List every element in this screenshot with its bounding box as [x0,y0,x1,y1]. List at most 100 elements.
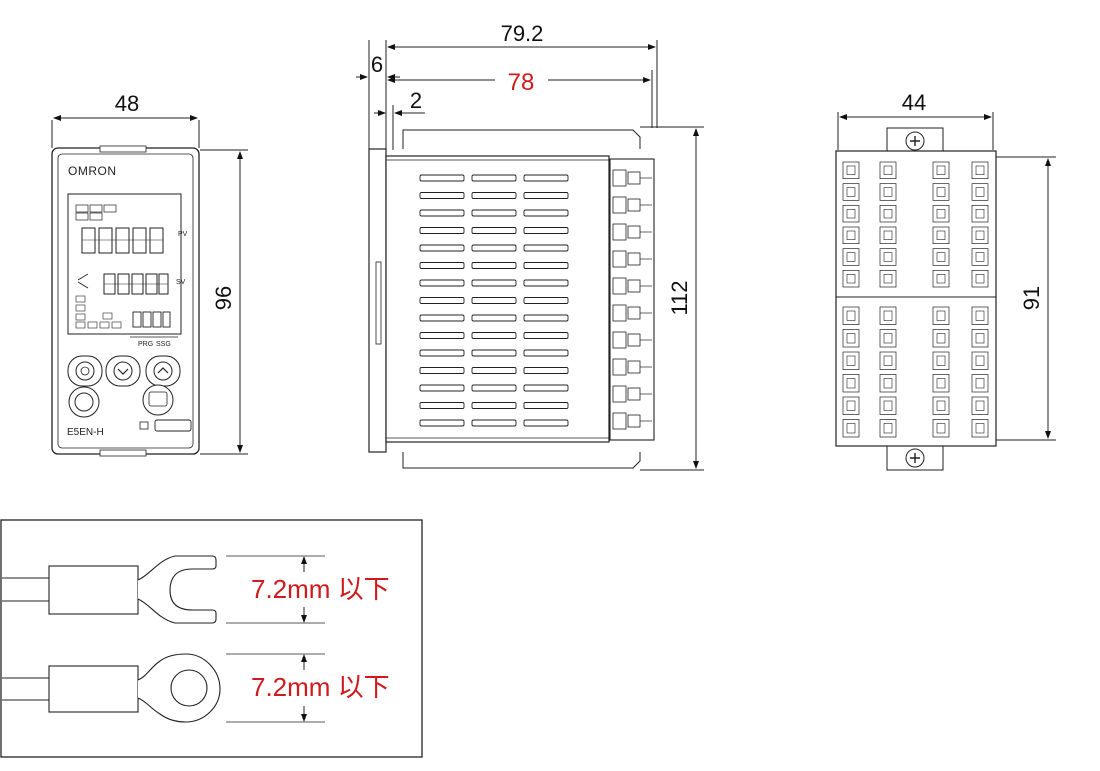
pf-key[interactable] [154,419,192,432]
terminal-slot [842,329,860,348]
terminal-slot [842,204,860,223]
vent-slot [523,227,569,234]
terminal-contact [846,423,856,434]
terminal-contact [846,310,856,321]
model-label: E5EN-H [67,427,104,438]
terminal-slot [932,396,950,415]
terminal-contact [936,230,946,240]
terminal-contact [846,187,856,197]
body-depth-dim: 78 [508,69,535,96]
terminal-slot [971,161,989,180]
terminal-slot [842,419,860,438]
terminal-contact [975,165,985,175]
terminal-slot [879,351,897,370]
terminal-slot [932,351,950,370]
terminal-slot [879,396,897,415]
vent-slot [419,402,465,409]
terminal-slot [971,248,989,266]
side-terminal-block [609,158,655,441]
terminal-contact [975,274,985,284]
terminal-contact [975,378,985,389]
terminal-contact [883,400,893,411]
terminal-screw [612,358,627,376]
terminal-slot [879,248,897,266]
terminal-contact [936,310,946,321]
vent-slot [471,384,517,392]
terminal-contact [936,378,946,389]
vent-slot [523,262,569,269]
terminal-contact [936,252,946,262]
mode-button[interactable] [67,355,103,387]
terminal-slot [879,306,897,325]
vent-slot [471,367,517,374]
vent-slot [471,349,517,357]
terminal-contact [883,252,893,262]
terminal-slot [971,226,989,245]
vent-slot [419,332,465,339]
vent-slot [419,209,465,217]
vent-slot [419,384,465,392]
vent-slot [523,419,569,427]
vent-slot [523,244,569,252]
terminal-slot [842,183,860,201]
terminal-contact [883,230,893,240]
terminal-slot [932,329,950,348]
terminal-slot [879,204,897,223]
terminal-contact [936,423,946,434]
terminal-slot [932,269,950,288]
sv-digits [77,273,169,295]
vent-slot [523,192,569,199]
sv-label: SV [176,279,186,286]
terminal-slot [971,351,989,370]
terminal-contact [975,400,985,411]
terminal-contact [936,355,946,366]
terminal-slot [932,306,950,325]
terminal-slot [842,269,860,288]
terminal-slot [971,183,989,201]
terminal-slot [932,248,950,266]
rear-height-dim: 91 [1019,286,1044,310]
vent-slot [419,367,465,374]
vent-slot [523,332,569,339]
run-hold-button[interactable] [142,384,174,416]
terminal-contact [975,355,985,366]
front-view: 48 96 OMRON PV [51,91,248,457]
vent-slot [471,314,517,322]
up-button[interactable] [145,355,181,387]
terminal-screw [612,331,627,349]
terminal-contact [936,209,946,219]
terminal-slot [879,226,897,245]
terminal-slot [842,396,860,415]
vent-slot [471,244,517,252]
bottom-screw-icon [905,448,925,468]
vent-slot [523,402,569,409]
terminal-slot [971,204,989,223]
terminal-contact [846,400,856,411]
terminal-slot [842,374,860,393]
side-height-dim: 112 [667,280,692,315]
terminal-slot [971,396,989,415]
terminal-slot [879,269,897,288]
terminal-screw [612,250,627,268]
vent-slot [419,279,465,287]
down-button[interactable] [105,355,141,387]
terminal-slot [971,374,989,393]
terminal-contact [975,209,985,219]
ring-terminal-icon [2,653,221,723]
terminal-contact [936,187,946,197]
terminal-screw [612,385,627,403]
terminal-contact [975,310,985,321]
level-button[interactable] [68,386,100,418]
vent-slot [419,244,465,252]
terminal-callout: 7.2mm 以下 7.2mm 以下 [0,519,423,758]
terminal-slot [932,226,950,245]
front-width-dim: 48 [115,91,139,116]
terminal-contact [883,423,893,434]
terminal-contact [975,252,985,262]
terminal-slot [879,183,897,201]
vent-slot [471,419,517,427]
terminal-contact [846,252,856,262]
terminal-screw [612,277,627,295]
terminal-slot [842,226,860,245]
